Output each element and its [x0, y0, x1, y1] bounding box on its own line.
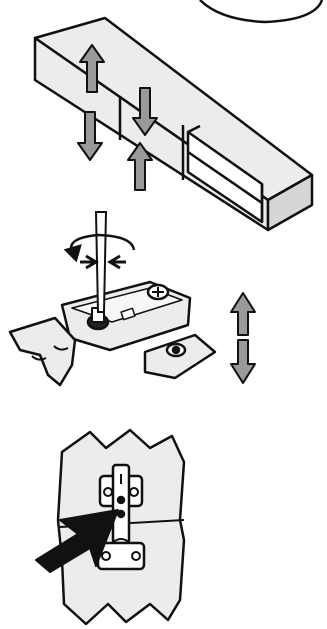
hinge-knuckle: [10, 318, 75, 385]
cabinet-drawing: [35, 18, 312, 230]
hinge-drawing: [10, 282, 215, 385]
arrow-up-icon: [231, 293, 255, 335]
hinge-adjust-arrows: [231, 293, 255, 383]
cabinet-top-face: [35, 18, 312, 200]
arrow-down-icon: [231, 340, 255, 383]
top-callout-arc: [200, 0, 322, 22]
